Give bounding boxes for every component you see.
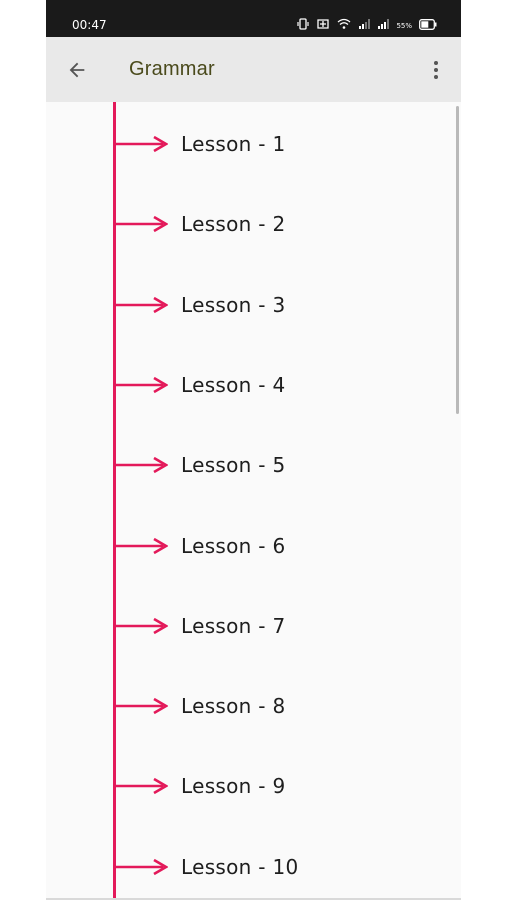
scrollbar[interactable] xyxy=(456,106,459,414)
arrow-right-icon xyxy=(113,778,168,795)
lesson-item[interactable]: Lesson - 10 xyxy=(113,839,443,895)
arrow-right-icon xyxy=(113,135,168,153)
lesson-item[interactable]: Lesson - 5 xyxy=(113,437,443,493)
arrow-right-icon xyxy=(113,296,168,313)
app-bar: Grammar xyxy=(46,37,461,102)
lesson-item[interactable]: Lesson - 8 xyxy=(113,678,443,734)
overflow-menu-button[interactable] xyxy=(421,53,451,87)
lesson-item[interactable]: Lesson - 3 xyxy=(113,277,443,333)
lesson-label: Lesson - 4 xyxy=(181,372,286,397)
signal-icon xyxy=(358,17,371,35)
arrow-right-icon xyxy=(113,697,168,715)
status-time: 00:47 xyxy=(72,18,107,32)
arrow-back-icon xyxy=(69,62,85,78)
lesson-label: Lesson - 5 xyxy=(181,453,286,478)
arrow-right-icon xyxy=(113,537,168,554)
arrow-right-icon xyxy=(113,617,168,634)
lesson-label: Lesson - 3 xyxy=(181,292,286,317)
wifi-icon xyxy=(337,17,351,35)
more-vert-icon xyxy=(434,61,438,79)
back-button[interactable] xyxy=(60,53,94,87)
arrow-right-icon xyxy=(113,376,168,394)
lesson-item[interactable]: Lesson - 9 xyxy=(113,758,443,814)
vibrate-icon xyxy=(297,17,310,35)
status-icons: 55% xyxy=(297,17,437,35)
battery-percent: 55% xyxy=(396,22,412,30)
signal-icon xyxy=(377,17,390,35)
lesson-item[interactable]: Lesson - 1 xyxy=(113,116,443,172)
arrow-right-icon xyxy=(113,216,168,233)
data-saver-icon xyxy=(316,17,330,35)
lesson-label: Lesson - 6 xyxy=(181,533,286,558)
lesson-label: Lesson - 10 xyxy=(181,854,299,879)
lesson-label: Lesson - 8 xyxy=(181,694,286,719)
lesson-label: Lesson - 1 xyxy=(181,132,286,156)
bottom-divider xyxy=(46,898,461,900)
arrow-right-icon xyxy=(113,457,168,474)
lesson-label: Lesson - 9 xyxy=(181,774,286,799)
arrow-right-icon xyxy=(113,858,168,875)
lesson-item[interactable]: Lesson - 6 xyxy=(113,518,443,574)
timeline-line xyxy=(113,102,116,900)
lesson-label: Lesson - 2 xyxy=(181,212,286,237)
lesson-item[interactable]: Lesson - 2 xyxy=(113,196,443,252)
phone-screen: 00:47 55% Gramm xyxy=(46,0,461,900)
lesson-label: Lesson - 7 xyxy=(181,613,286,638)
lesson-item[interactable]: Lesson - 7 xyxy=(113,598,443,654)
lesson-item[interactable]: Lesson - 4 xyxy=(113,357,443,413)
battery-icon xyxy=(419,17,437,35)
status-bar: 00:47 55% xyxy=(46,0,461,37)
lesson-list-container[interactable]: Lesson - 1 Lesson - 2 Lesson - 3 Lesson - 4… xyxy=(46,102,461,900)
page-title: Grammar xyxy=(129,58,215,80)
